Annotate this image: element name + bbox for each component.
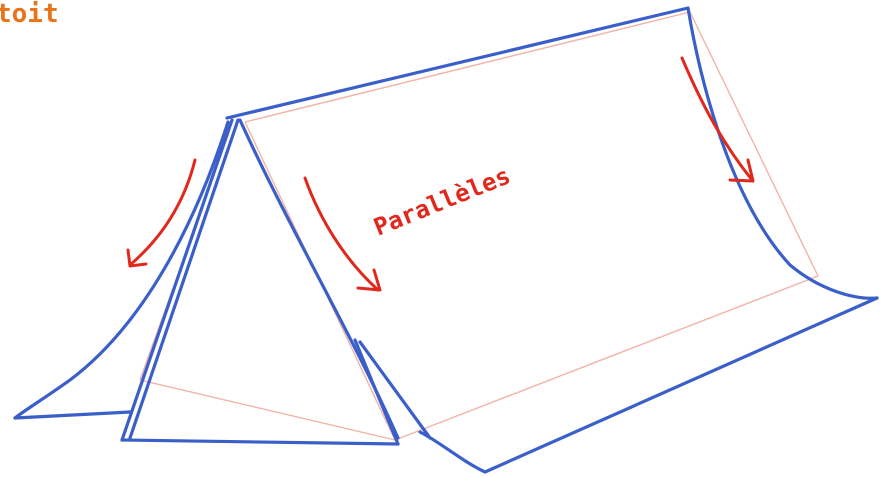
guide-top <box>245 12 690 122</box>
guide-roof-bottom <box>395 276 818 440</box>
tent-left-flap <box>15 122 228 418</box>
parallel-annotation: Parallèles <box>370 161 514 241</box>
tent-bottom-flap <box>420 298 877 472</box>
tent-right-edge <box>688 8 877 298</box>
tent-base <box>122 440 398 444</box>
tent-left-flap-bottom <box>15 412 130 418</box>
guide-base <box>140 380 395 440</box>
tent-front-left-edge <box>122 120 232 440</box>
tent-fold-line-2 <box>360 342 430 438</box>
guide-roof-right <box>690 12 818 276</box>
guide-lines <box>140 12 818 440</box>
tent-fold-line <box>355 340 398 444</box>
arrows <box>128 58 753 290</box>
diagram-title: toit <box>0 0 59 29</box>
tent-outline <box>15 8 877 472</box>
curved-arrow-icon <box>128 160 195 266</box>
tent-ridge <box>227 8 688 118</box>
